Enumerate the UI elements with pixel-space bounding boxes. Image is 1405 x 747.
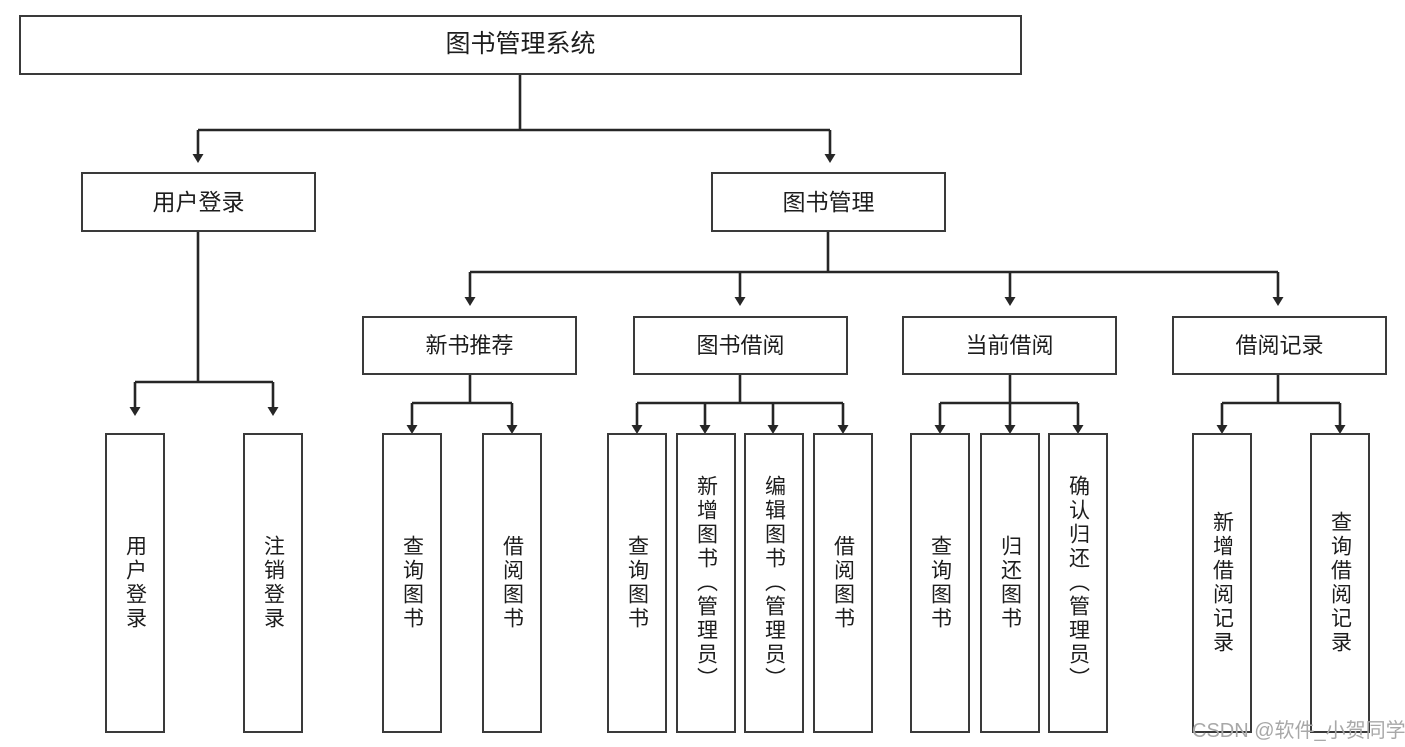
node-label: 图书管理 bbox=[782, 188, 875, 215]
node-label: 查询图书 bbox=[625, 535, 649, 631]
node-label: 确认归还（管理员） bbox=[1066, 475, 1090, 691]
node-label: 当前借阅 bbox=[965, 332, 1054, 358]
leaf-query-book-borrow[interactable]: 查询图书 bbox=[607, 433, 667, 733]
leaf-query-book-recommend[interactable]: 查询图书 bbox=[382, 433, 442, 733]
node-label: 查询图书 bbox=[400, 535, 424, 631]
csdn-watermark: CSDN @软件_小贺同学 bbox=[1192, 720, 1405, 742]
leaf-user-login[interactable]: 用户登录 bbox=[105, 433, 165, 733]
node-label: 图书管理系统 bbox=[445, 30, 596, 59]
node-label: 用户登录 bbox=[152, 188, 245, 215]
node-label: 图书借阅 bbox=[696, 332, 785, 358]
leaf-return-book[interactable]: 归还图书 bbox=[980, 433, 1040, 733]
node-label: 新书推荐 bbox=[425, 332, 514, 358]
node-borrow-record[interactable]: 借阅记录 bbox=[1172, 316, 1387, 375]
leaf-edit-book-admin[interactable]: 编辑图书（管理员） bbox=[744, 433, 804, 733]
leaf-borrow-book-recommend[interactable]: 借阅图书 bbox=[482, 433, 542, 733]
node-label: 用户登录 bbox=[123, 535, 147, 631]
node-label: 查询图书 bbox=[928, 535, 952, 631]
leaf-add-book-admin[interactable]: 新增图书（管理员） bbox=[676, 433, 736, 733]
node-current-borrow[interactable]: 当前借阅 bbox=[902, 316, 1117, 375]
node-label: 注销登录 bbox=[261, 535, 285, 631]
node-label: 借阅记录 bbox=[1235, 332, 1324, 358]
leaf-query-book-current[interactable]: 查询图书 bbox=[910, 433, 970, 733]
node-root-book-management-system[interactable]: 图书管理系统 bbox=[19, 15, 1022, 75]
node-label: 借阅图书 bbox=[500, 535, 524, 631]
node-user-login[interactable]: 用户登录 bbox=[81, 172, 316, 232]
node-label: 新增图书（管理员） bbox=[694, 475, 718, 691]
node-label: 查询借阅记录 bbox=[1328, 511, 1352, 655]
node-label: 编辑图书（管理员） bbox=[762, 475, 786, 691]
leaf-user-logout[interactable]: 注销登录 bbox=[243, 433, 303, 733]
node-label: 新增借阅记录 bbox=[1210, 511, 1234, 655]
node-new-book-recommend[interactable]: 新书推荐 bbox=[362, 316, 577, 375]
leaf-query-borrow-record[interactable]: 查询借阅记录 bbox=[1310, 433, 1370, 733]
node-book-borrow[interactable]: 图书借阅 bbox=[633, 316, 848, 375]
node-label: 归还图书 bbox=[998, 535, 1022, 631]
leaf-confirm-return-admin[interactable]: 确认归还（管理员） bbox=[1048, 433, 1108, 733]
node-book-management[interactable]: 图书管理 bbox=[711, 172, 946, 232]
leaf-borrow-book[interactable]: 借阅图书 bbox=[813, 433, 873, 733]
leaf-add-borrow-record[interactable]: 新增借阅记录 bbox=[1192, 433, 1252, 733]
node-label: 借阅图书 bbox=[831, 535, 855, 631]
